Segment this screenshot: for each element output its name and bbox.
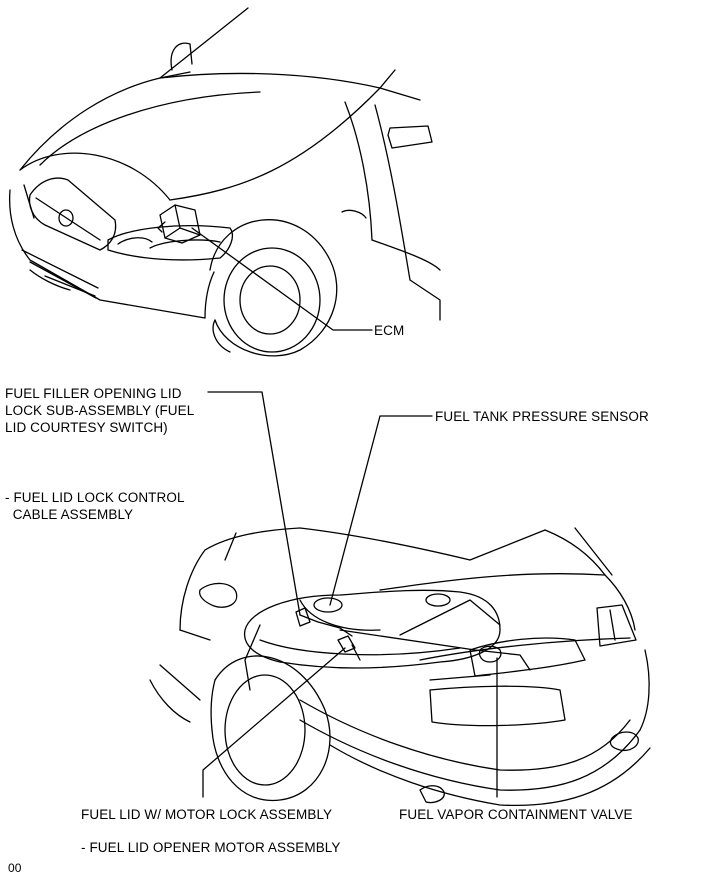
fuel-vapor-valve-label: FUEL VAPOR CONTAINMENT VALVE <box>399 807 633 822</box>
page-code: 00 <box>8 861 22 875</box>
fuel-filler-lock-label: FUEL FILLER OPENING LID LOCK SUB-ASSEMBL… <box>5 386 195 435</box>
fuel-lid-motor-lock-label: FUEL LID W/ MOTOR LOCK ASSEMBLY <box>81 807 333 822</box>
fuel-tank-pressure-sensor-label: FUEL TANK PRESSURE SENSOR <box>435 409 649 424</box>
leader-lines <box>202 391 498 798</box>
front-car-illustration <box>8 7 441 357</box>
fuel-lid-lock-cable-label: - FUEL LID LOCK CONTROL CABLE ASSEMBLY <box>5 490 185 522</box>
ecm-label: ECM <box>374 323 405 338</box>
rear-car-illustration <box>149 527 651 807</box>
fuel-lid-opener-motor-label: - FUEL LID OPENER MOTOR ASSEMBLY <box>81 840 341 855</box>
